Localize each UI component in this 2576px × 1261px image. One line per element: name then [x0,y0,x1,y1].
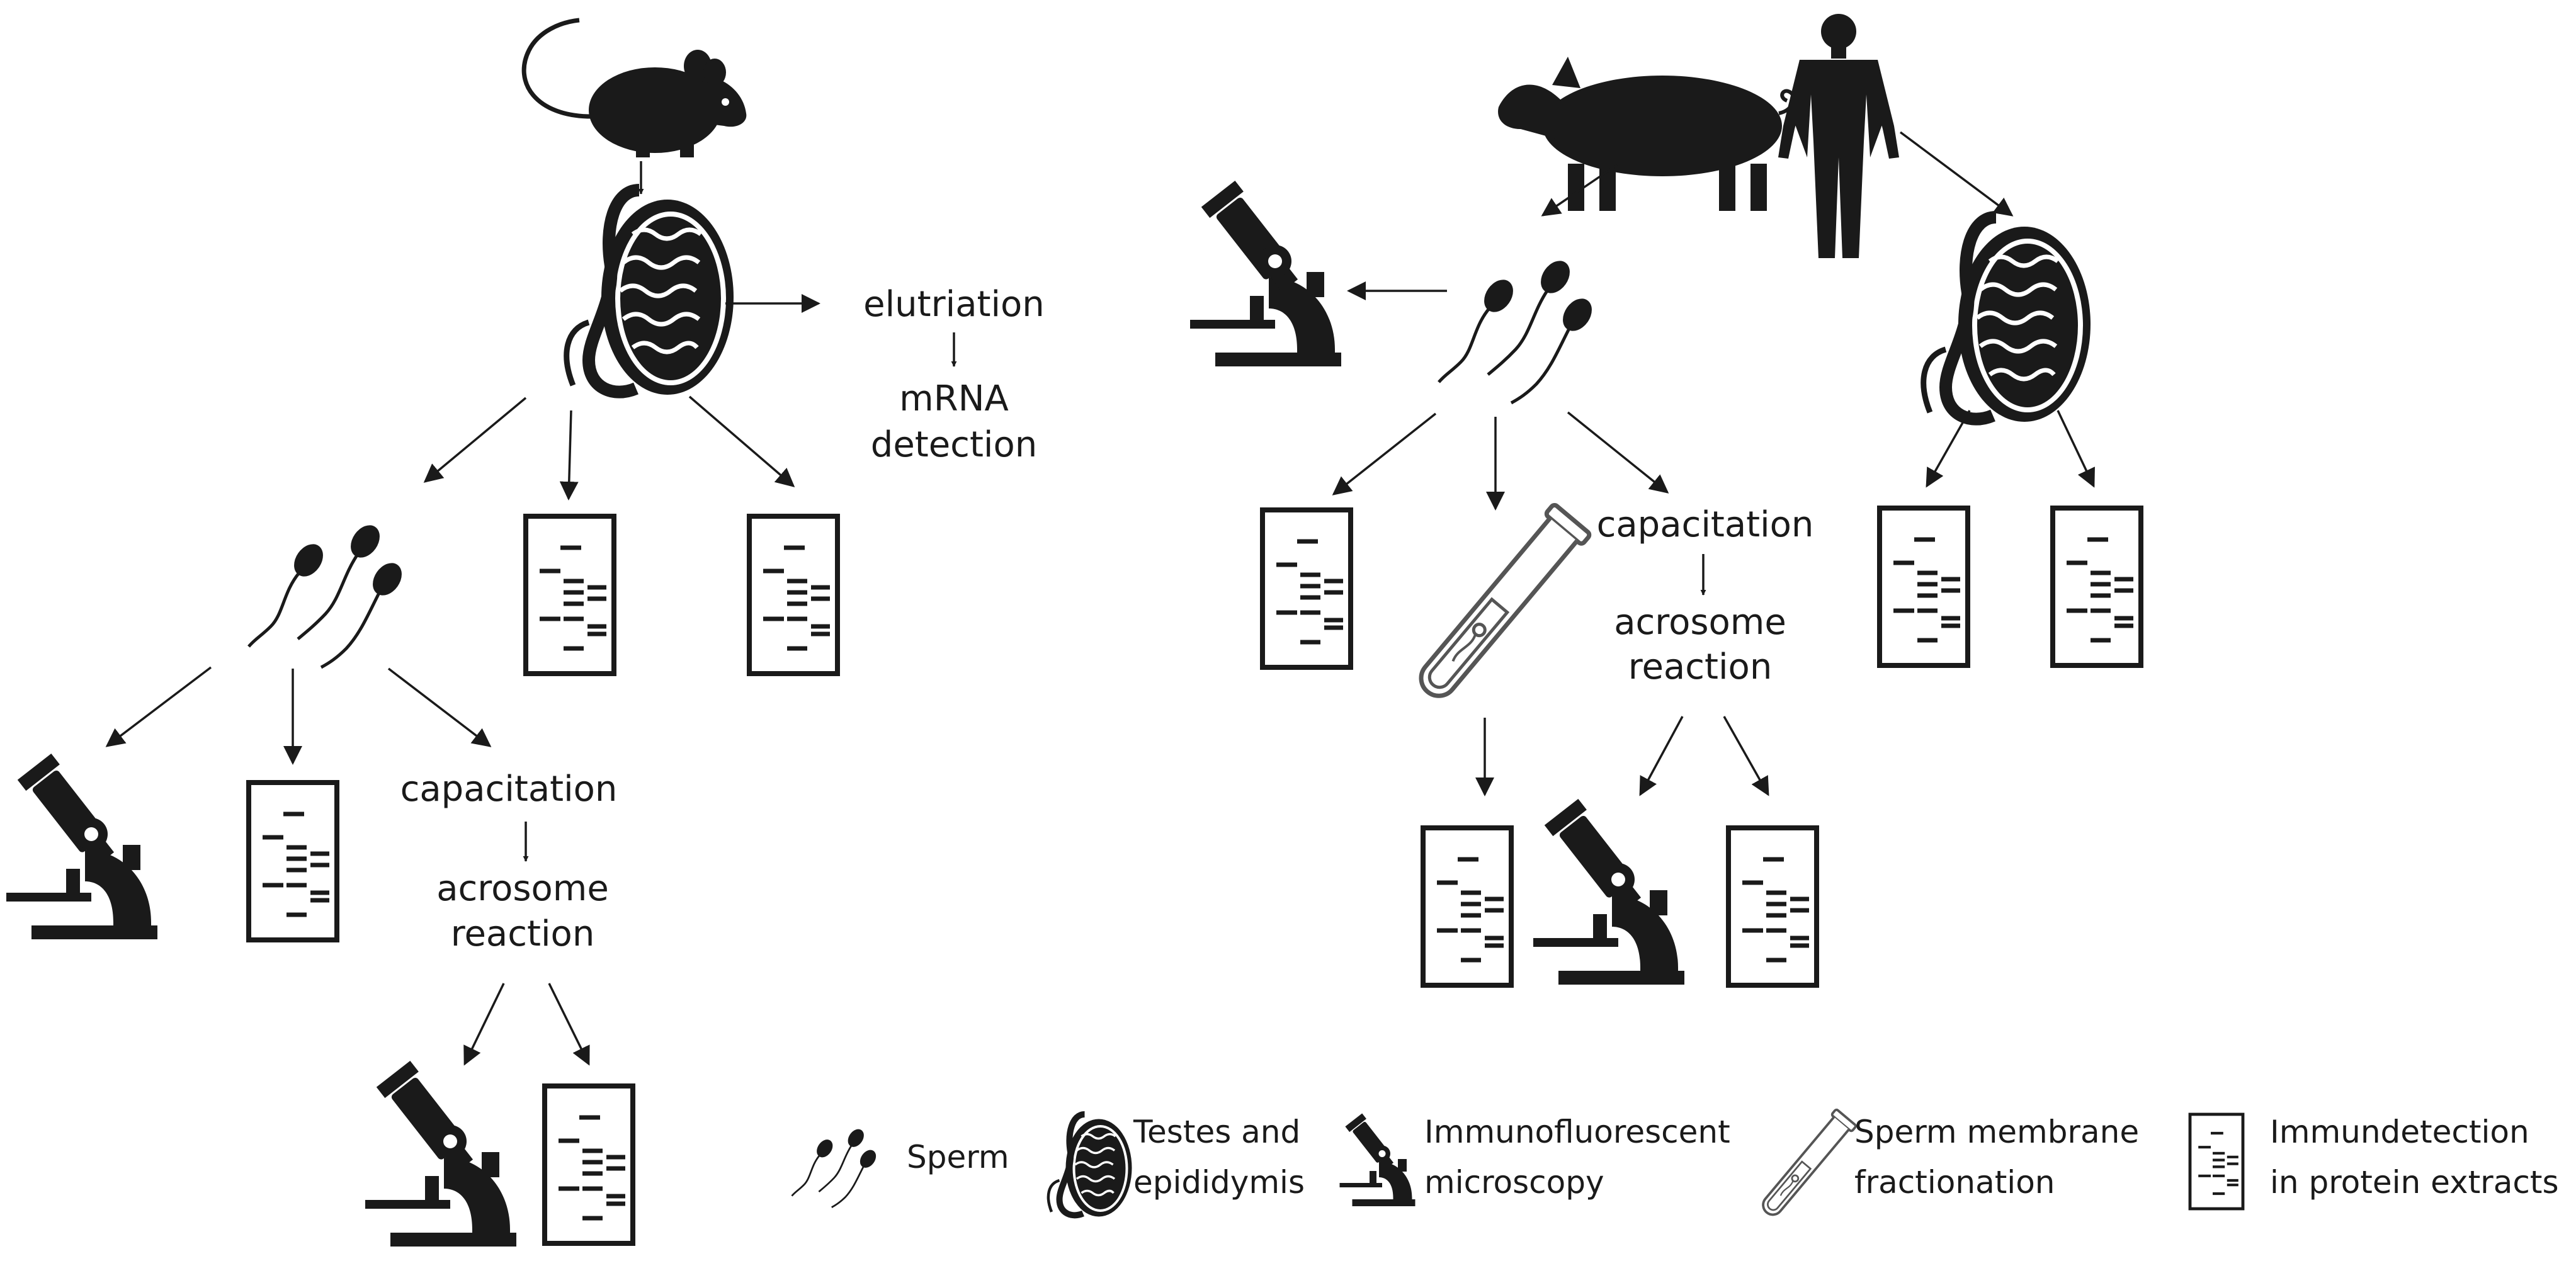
legend: Sperm Testes and epididymis Immunofluore… [791,1107,2559,1223]
arrow [688,395,795,487]
testis-icon [1048,1114,1132,1217]
western-blot-icon [749,516,837,674]
arrow [387,667,492,747]
testis-icon [1924,217,2091,422]
arrow [559,410,579,500]
acrosome-label-line1: acrosome [1614,602,1786,643]
arrow [1723,716,1769,796]
western-blot-icon [1262,510,1351,667]
legend-immunodetection-label-line1: Immundetection [2270,1114,2529,1150]
arrow [1332,412,1437,495]
acrosome-label-line2: reaction [1628,647,1773,687]
capacitation-label: capacitation [400,769,618,810]
mrna-label-line1: mRNA [899,378,1009,419]
arrow [1639,716,1684,796]
western-blot-icon [1880,508,1968,665]
test-tube-icon [1755,1107,1858,1223]
western-blot-icon [1423,828,1511,985]
western-blot-icon [526,516,614,674]
elutriation-label: elutriation [863,284,1045,325]
legend-testes-label-line2: epididymis [1133,1164,1305,1201]
arrow [1541,164,1618,217]
legend-microscopy: Immunofluorescent microscopy [1339,1113,1730,1206]
test-tube-icon [1409,504,1591,707]
sperm-icon [1439,256,1597,403]
legend-microscopy-label-line2: microscopy [1424,1164,1604,1201]
legend-fractionation-label-line1: Sperm membrane [1854,1114,2139,1150]
microscope-icon [1339,1113,1416,1206]
legend-microscopy-label-line1: Immunofluorescent [1424,1114,1730,1150]
microscope-icon [6,753,157,939]
sperm-icon [249,520,407,667]
sperm-icon [791,1125,880,1209]
legend-fractionation-label-line2: fractionation [1854,1164,2055,1201]
legend-fractionation: Sperm membrane fractionation [1755,1107,2139,1223]
western-blot-icon [2190,1114,2243,1209]
human-icon [1778,14,1899,258]
arrow [1926,410,1971,488]
western-blot-icon [249,783,337,940]
mouse-icon [521,18,747,157]
legend-sperm: Sperm [791,1125,1009,1209]
legend-testes: Testes and epididymis [1048,1114,1305,1217]
mrna-label-line2: detection [871,424,1037,465]
arrow [1899,131,2014,217]
arrow [548,983,590,1066]
arrow [2057,410,2095,488]
legend-immunodetection-label-line2: in protein extracts [2270,1164,2559,1201]
western-blot-icon [545,1086,633,1243]
microscope-icon [1190,180,1341,366]
microscope-icon [1533,798,1684,985]
testis-icon [567,190,734,395]
microscope-icon [365,1060,516,1247]
western-blot-icon [1728,828,1817,985]
western-blot-icon [2053,508,2141,665]
acrosome-label-line1: acrosome [436,868,609,909]
arrow [423,397,527,483]
legend-testes-label-line1: Testes and [1133,1114,1300,1150]
pig-icon [1498,57,1796,211]
acrosome-label-line2: reaction [451,913,595,954]
legend-immunodetection: Immundetection in protein extracts [2190,1114,2559,1209]
legend-sperm-label: Sperm [907,1139,1009,1175]
arrow [463,983,505,1066]
arrow [1567,411,1669,494]
capacitation-label: capacitation [1597,504,1814,545]
arrow [105,666,212,747]
